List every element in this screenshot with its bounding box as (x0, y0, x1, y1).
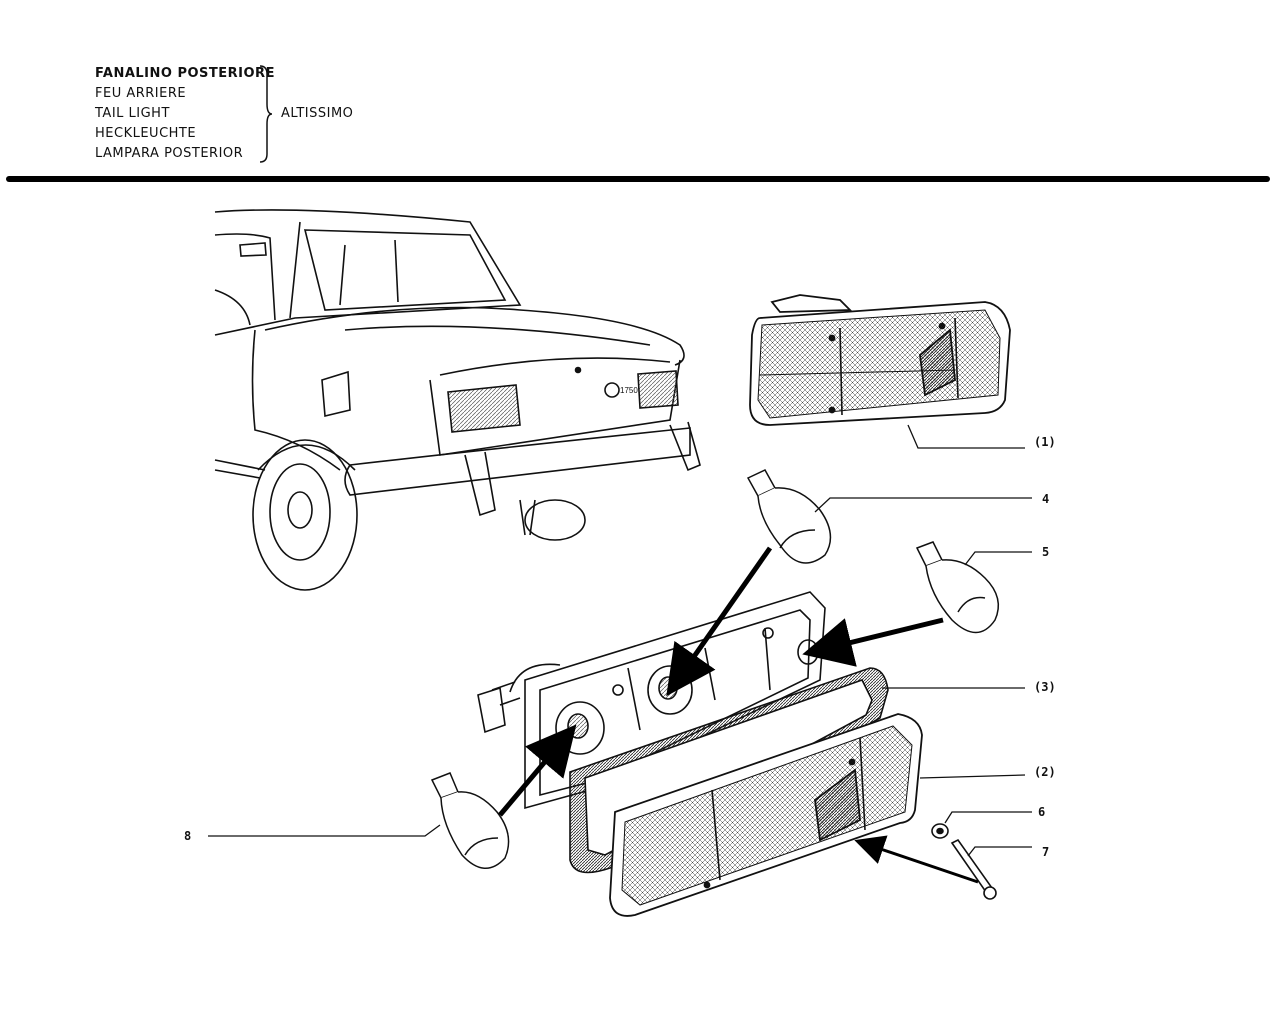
callout-5: 5 (1042, 545, 1050, 559)
title-english: TAIL LIGHT (95, 106, 170, 121)
wire-connector (477, 681, 521, 734)
title-french: FEU ARRIERE (95, 86, 187, 101)
header-divider (6, 176, 1270, 182)
bulb-8 (430, 772, 510, 869)
assembled-tail-light (749, 294, 1011, 426)
car-rear-illustration (214, 209, 701, 591)
lamp-housing (509, 591, 826, 810)
screw-7 (950, 838, 997, 900)
callout-7: 7 (1042, 845, 1050, 859)
washer-6 (931, 823, 949, 839)
callout-6: 6 (1038, 805, 1046, 819)
title-italian: FANALINO POSTERIORE (95, 66, 275, 81)
callout-8: 8 (184, 829, 192, 843)
callout-2: (2) (1034, 765, 1056, 779)
bulb-5 (915, 541, 1000, 634)
callout-1: (1) (1034, 435, 1056, 449)
callout-4: 4 (1042, 492, 1050, 506)
title-spanish: LAMPARA POSTERIOR (95, 146, 244, 161)
leader-lines (208, 424, 1032, 857)
title-block: FANALINO POSTERIORE FEU ARRIERE TAIL LIG… (95, 64, 275, 164)
lamp-lens (609, 713, 923, 917)
car-badge: 1750 (620, 386, 638, 395)
model-name: ALTISSIMO (281, 106, 354, 121)
bulb-4 (746, 469, 832, 564)
grouping-brace (259, 65, 273, 163)
title-german: HECKLEUCHTE (95, 126, 197, 141)
callout-3: (3) (1034, 680, 1056, 694)
assembly-arrows (498, 546, 979, 884)
